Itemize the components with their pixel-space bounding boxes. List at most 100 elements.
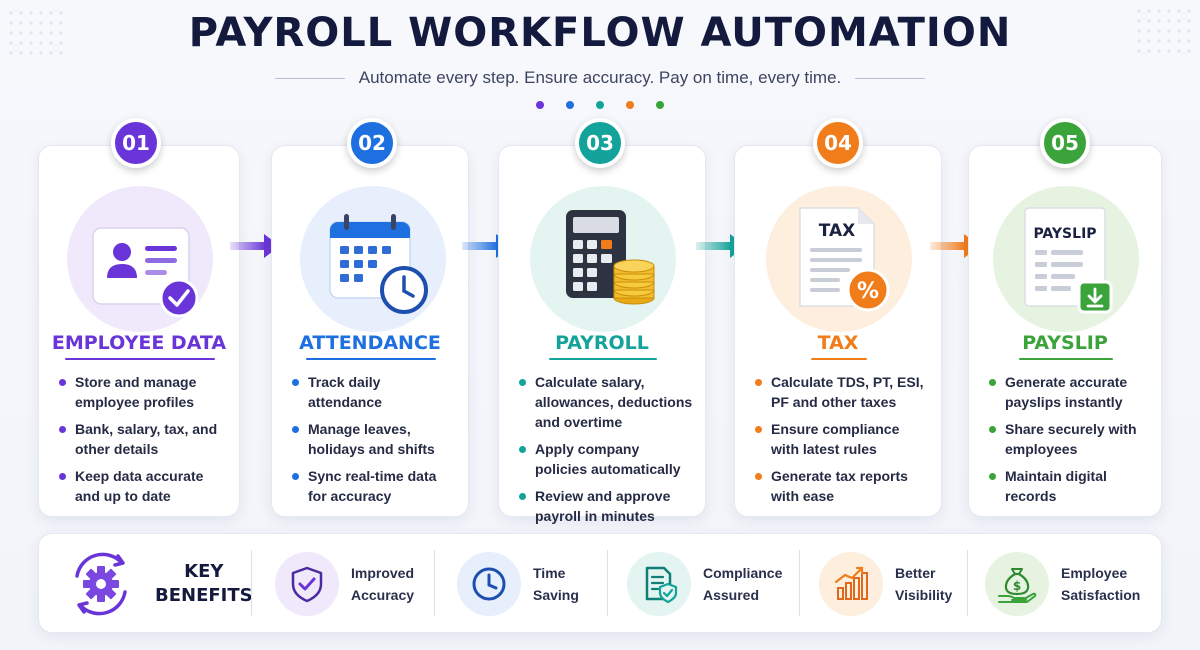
benefit-icon-circle: [457, 552, 521, 616]
benefit-better-visibility: Better Visibility: [819, 534, 952, 634]
subtitle-divider-left: [274, 77, 345, 79]
step-card-attendance: ATTENDANCE Track daily attendance Manage…: [271, 145, 469, 517]
title-underline: [811, 358, 867, 360]
tax-document-label: TAX: [819, 221, 856, 241]
benefit-label-line2: Satisfaction: [1061, 587, 1141, 603]
benefit-label: Compliance Assured: [703, 562, 782, 606]
benefit-compliance-assured: Compliance Assured: [627, 534, 782, 634]
benefit-divider: [434, 550, 435, 616]
benefit-icon-circle: $: [985, 552, 1049, 616]
gear-cycle-icon: [75, 552, 127, 616]
benefit-label: Improved Accuracy: [351, 562, 414, 606]
step-bullets: Track daily attendance Manage leaves, ho…: [292, 372, 456, 513]
step-title-payroll: PAYROLL: [555, 332, 649, 354]
tax-illustration: TAX %: [766, 186, 912, 332]
benefit-label: Time Saving: [533, 562, 579, 606]
benefit-improved-accuracy: Improved Accuracy: [275, 534, 414, 634]
step-card-payslip: PAYSLIP PAYSLIP Generate accurate paysli…: [968, 145, 1162, 517]
title-underline: [306, 358, 436, 360]
step-number-badge-03: 03: [575, 118, 625, 168]
step-bullets: Generate accurate payslips instantly Sha…: [989, 372, 1149, 513]
step-title-tax: TAX: [817, 332, 859, 354]
benefit-label-line1: Time: [533, 565, 566, 581]
step-card-tax: TAX % TAX Calculate TDS, PT, ESI, PF and…: [734, 145, 942, 517]
benefit-icon-circle: [819, 552, 883, 616]
benefit-label: Better Visibility: [895, 562, 952, 606]
benefit-label-line2: Visibility: [895, 587, 953, 603]
clock-icon: [472, 567, 506, 601]
page-title: PAYROLL WORKFLOW AUTOMATION: [188, 10, 1012, 56]
dot-orange: [626, 101, 634, 109]
step-title-payslip: PAYSLIP: [1022, 332, 1108, 354]
bullet-item: Calculate TDS, PT, ESI, PF and other tax…: [755, 372, 929, 412]
step-color-dots: [0, 101, 1200, 109]
benefit-label-line2: Assured: [703, 587, 760, 603]
bullet-item: Share securely with employees: [989, 419, 1149, 459]
key-benefits-title-line1: KEY: [184, 561, 224, 582]
employee-id-card-icon: [92, 227, 199, 318]
shield-check-icon: [291, 566, 323, 603]
bullet-item: Ensure compliance with latest rules: [755, 419, 929, 459]
employee-illustration: [67, 186, 213, 332]
benefit-label-line1: Improved: [351, 565, 415, 581]
key-benefits-header: KEY BENEFITS: [63, 534, 253, 634]
dot-blue: [566, 101, 574, 109]
key-benefits-title-line2: BENEFITS: [155, 585, 253, 606]
step-title-attendance: ATTENDANCE: [299, 332, 441, 354]
benefit-label: Employee Satisfaction: [1061, 562, 1140, 606]
payslip-download-icon: PAYSLIP: [1024, 207, 1113, 314]
decorative-dots-right: [1134, 6, 1194, 56]
calendar-clock-icon: [329, 214, 428, 314]
step-bullets: Calculate TDS, PT, ESI, PF and other tax…: [755, 372, 929, 513]
benefit-label-line1: Compliance: [703, 565, 783, 581]
svg-text:%: %: [857, 279, 879, 304]
compliance-document-icon: [645, 566, 678, 604]
subtitle-divider-right: [855, 77, 926, 79]
benefit-icon-circle: [275, 552, 339, 616]
subtitle-row: Automate every step. Ensure accuracy. Pa…: [0, 68, 1200, 88]
step-card-payroll: PAYROLL Calculate salary, allowances, de…: [498, 145, 706, 524]
dot-purple: [536, 101, 544, 109]
title-underline: [1019, 358, 1113, 360]
bullet-item: Store and manage employee profiles: [59, 372, 227, 412]
payroll-illustration: [530, 186, 676, 332]
step-card-employee-data: EMPLOYEE DATA Store and manage employee …: [38, 145, 240, 517]
title-underline: [65, 358, 215, 360]
benefit-divider: [967, 550, 968, 616]
bullet-item: Manage leaves, holidays and shifts: [292, 419, 456, 459]
decorative-dots-left: [6, 8, 66, 58]
calculator-coins-icon: [566, 210, 655, 305]
bar-chart-icon: [834, 566, 868, 600]
step-bullets: Calculate salary, allowances, deductions…: [519, 372, 693, 533]
step-number-badge-04: 04: [813, 118, 863, 168]
step-number-badge-02: 02: [347, 118, 397, 168]
benefit-label-line2: Accuracy: [351, 587, 415, 603]
dot-green: [656, 101, 664, 109]
tax-document-icon: TAX %: [799, 207, 890, 312]
bullet-item: Calculate salary, allowances, deductions…: [519, 372, 693, 432]
key-benefits-title: KEY BENEFITS: [155, 560, 253, 608]
benefit-label-line1: Better: [895, 565, 936, 581]
bullet-item: Apply company policies automatically: [519, 439, 693, 479]
attendance-illustration: [300, 186, 446, 332]
payslip-illustration: PAYSLIP: [993, 186, 1139, 332]
title-underline: [549, 358, 657, 360]
benefit-divider: [799, 550, 800, 616]
benefit-icon-circle: [627, 552, 691, 616]
bullet-item: Maintain digital records: [989, 466, 1149, 506]
bullet-item: Review and approve payroll in minutes: [519, 486, 693, 526]
benefit-employee-satisfaction: $ Employee Satisfaction: [985, 534, 1140, 634]
benefit-label-line1: Employee: [1061, 565, 1128, 581]
money-bag-hand-icon: $: [998, 568, 1037, 603]
step-bullets: Store and manage employee profiles Bank,…: [59, 372, 227, 513]
bullet-item: Track daily attendance: [292, 372, 456, 412]
benefit-label-line2: Saving: [533, 587, 579, 603]
page-subtitle: Automate every step. Ensure accuracy. Pa…: [358, 68, 842, 87]
dot-teal: [596, 101, 604, 109]
bullet-item: Bank, salary, tax, and other details: [59, 419, 227, 459]
svg-text:$: $: [1013, 579, 1021, 593]
bullet-item: Generate accurate payslips instantly: [989, 372, 1149, 412]
step-number-badge-05: 05: [1040, 118, 1090, 168]
benefit-divider: [607, 550, 608, 616]
bullet-item: Sync real-time data for accuracy: [292, 466, 456, 506]
